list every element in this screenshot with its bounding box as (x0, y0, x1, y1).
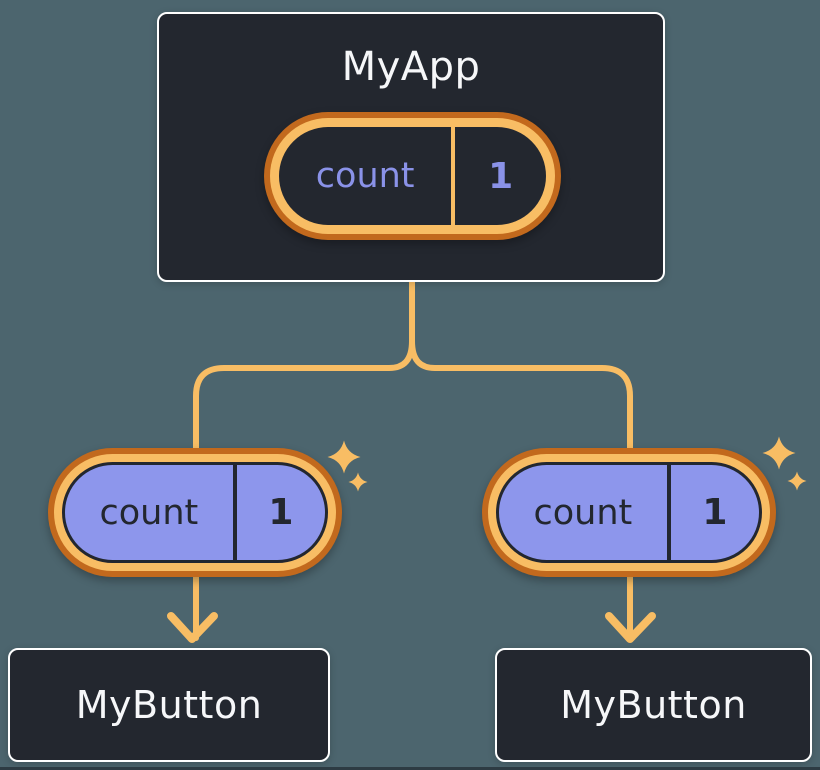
arrow-down-icon (605, 612, 656, 643)
component-title: MyApp (341, 44, 481, 90)
prop-pill-body: count 1 (496, 462, 762, 563)
pill-divider (451, 127, 456, 225)
sparkle-icon (327, 440, 361, 474)
pill-divider (232, 465, 237, 560)
arrow-down-icon (167, 612, 218, 643)
component-title: MyButton (75, 683, 263, 727)
connector-root-to-right-child (409, 278, 633, 641)
bottom-edge-strip (0, 767, 820, 770)
component-node-mybutton-right: MyButton (495, 648, 812, 762)
state-pill-body: count 1 (279, 127, 546, 225)
sparkle-icon (787, 471, 807, 491)
prop-pill-count-right: count 1 (482, 448, 776, 577)
state-name: count (315, 156, 415, 196)
sparkle-icon (762, 436, 796, 470)
state-value: 1 (488, 155, 514, 197)
state-pill-ring: count 1 (270, 118, 555, 234)
component-title: MyButton (560, 683, 747, 727)
prop-pill-ring: count 1 (488, 454, 770, 571)
prop-pill-ring: count 1 (54, 454, 336, 571)
sparkle-icon (348, 472, 368, 492)
state-pill-count: count 1 (264, 112, 561, 240)
prop-value: 1 (268, 492, 294, 533)
prop-name: count (533, 492, 633, 533)
prop-pill-count-left: count 1 (48, 448, 342, 577)
prop-pill-body: count 1 (62, 462, 328, 563)
prop-name: count (99, 492, 199, 533)
prop-value: 1 (702, 492, 728, 533)
component-node-mybutton-left: MyButton (8, 648, 330, 762)
component-node-myapp: MyApp count 1 (157, 12, 665, 282)
pill-divider (666, 465, 671, 560)
